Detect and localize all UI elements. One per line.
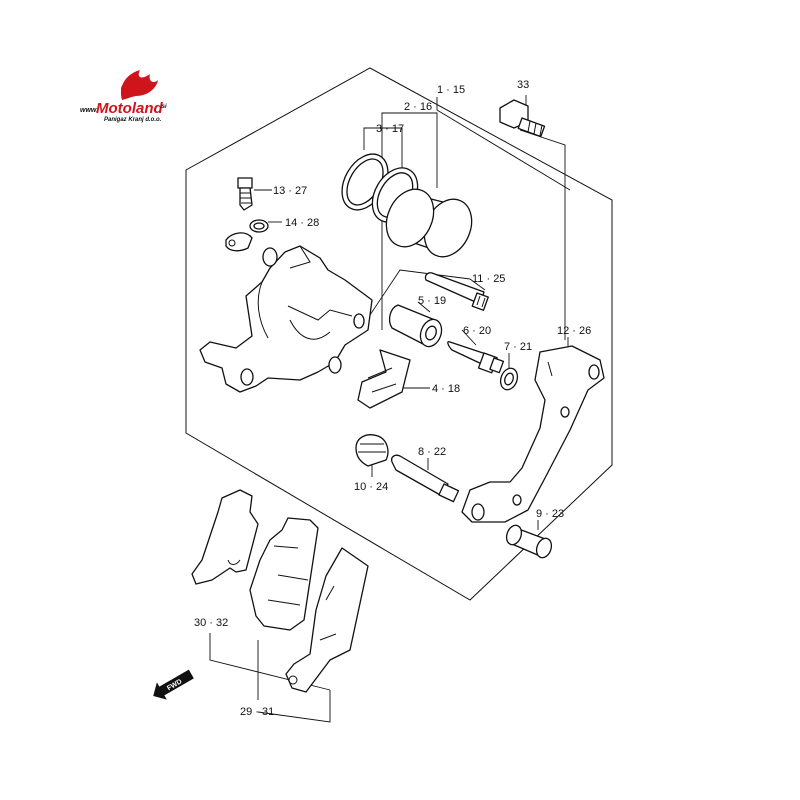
boot-10 <box>355 434 389 467</box>
callout-10-24: 10 · 24 <box>354 481 388 493</box>
callout-12-26: 12 · 26 <box>557 325 591 337</box>
caliper-bracket-12 <box>461 345 605 523</box>
brake-pad-29 <box>249 517 319 631</box>
callout-9-23: 9 · 23 <box>536 508 564 520</box>
callout-4-18: 4 · 18 <box>432 383 460 395</box>
logo-helmet-icon <box>121 83 133 95</box>
pad-shim-30 <box>191 489 259 585</box>
callout-6-20: 6 · 20 <box>463 325 491 337</box>
caliper-body-1 <box>199 245 373 393</box>
callout-29-31: 29 · 31 <box>240 706 274 718</box>
callout-30-32: 30 · 32 <box>194 617 228 629</box>
logo-tagline: Panigaz Kranj d.o.o. <box>104 117 162 123</box>
motoland-logo: www. Motoland .si Panigaz Kranj d.o.o. <box>80 70 167 123</box>
fwd-label: FWD <box>166 678 183 692</box>
bleeder-cap-14 <box>225 219 269 252</box>
callout-11-25: 11 · 25 <box>472 273 505 285</box>
sleeve-9 <box>505 524 553 559</box>
pad-spring-4 <box>357 349 411 409</box>
callout-5-19: 5 · 19 <box>418 295 446 307</box>
washer-7 <box>499 367 519 391</box>
bolt-33 <box>499 99 546 138</box>
callout-1-15: 1 · 15 <box>437 84 465 96</box>
callout-3-17: 3 · 17 <box>376 123 404 135</box>
sleeve-5 <box>388 304 443 348</box>
callout-8-22: 8 · 22 <box>418 446 446 458</box>
pin-6 <box>447 340 505 374</box>
forward-direction-arrow-icon: FWD <box>153 669 194 700</box>
logo-prefix: www. <box>80 107 98 114</box>
logo-brand: Motoland <box>96 100 163 117</box>
pad-backing-plate-31 <box>285 547 369 693</box>
slide-pin-11 <box>424 272 489 311</box>
bleeder-valve-13 <box>237 177 253 211</box>
assembly-outline <box>185 67 613 601</box>
callout-2-16: 2 · 16 <box>404 101 432 113</box>
dust-seal-2 <box>371 167 419 223</box>
callout-33: 33 <box>517 79 529 91</box>
callout-labels: 33 1 · 15 2 · 16 3 · 17 13 · 27 14 · 28 … <box>194 79 591 718</box>
piston <box>385 188 473 258</box>
callout-14-28: 14 · 28 <box>285 217 319 229</box>
callout-13-27: 13 · 27 <box>273 185 307 197</box>
logo-suffix: .si <box>160 104 167 110</box>
callout-7-21: 7 · 21 <box>504 341 532 353</box>
slide-pin-8 <box>390 454 460 503</box>
